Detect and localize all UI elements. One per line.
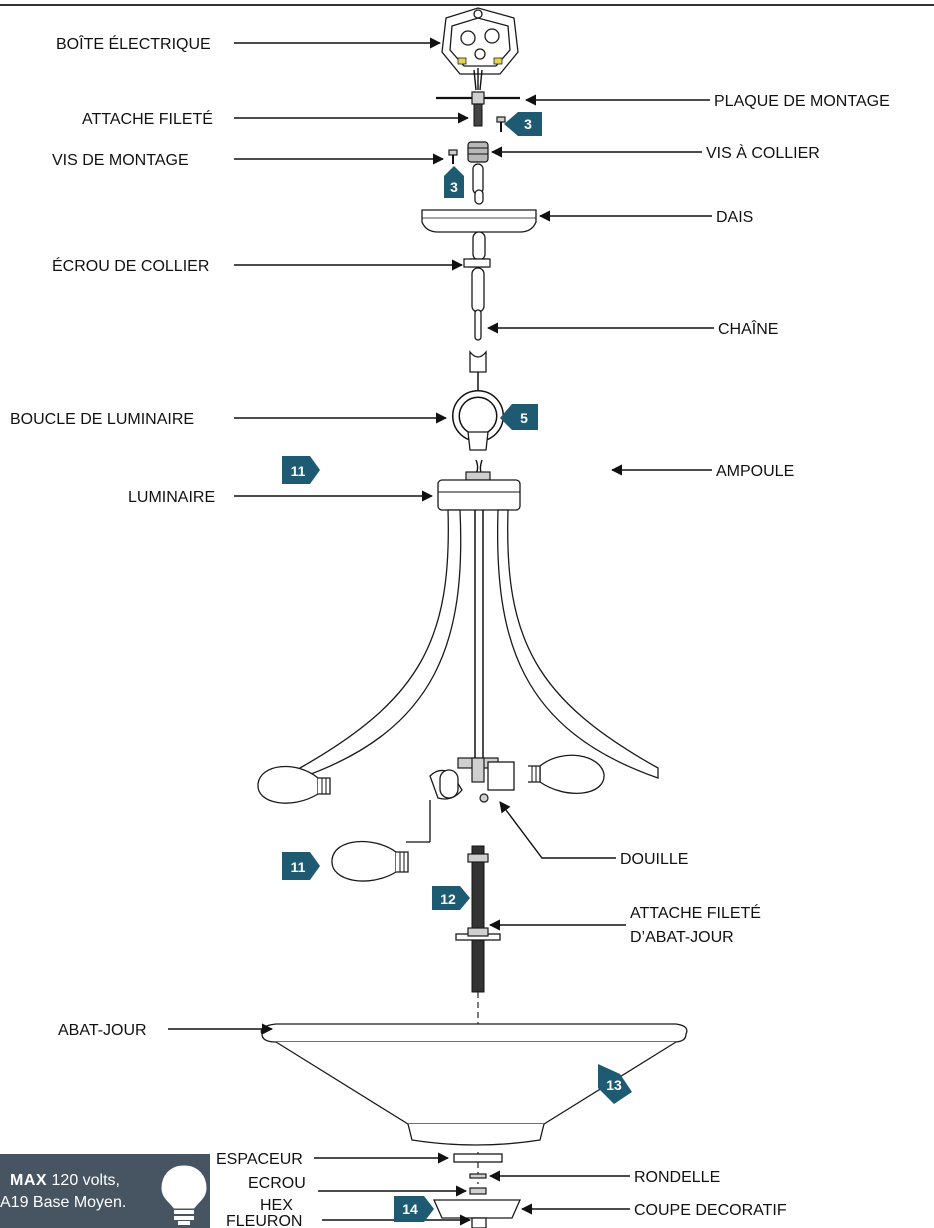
label-attache-filete: ATTACHE FILETÉ: [82, 109, 213, 128]
bulb-right: [528, 754, 605, 794]
step-badge-boucle: 5: [500, 404, 538, 430]
leader-douille: [499, 801, 616, 859]
bulb-upper-left: [257, 765, 331, 804]
washer: [469, 1173, 487, 1179]
label-abat-jour: ABAT-JOUR: [58, 1022, 147, 1039]
mounting-plate: [436, 91, 520, 105]
label-douille: DOUILLE: [620, 851, 688, 868]
step-badge-vis: 3: [444, 166, 464, 198]
volts-text: 120 volts,: [51, 1172, 120, 1189]
svg-text:12: 12: [440, 891, 456, 907]
label-ecrou-hex-1: ECROU: [248, 1175, 306, 1192]
max-label: MAX: [10, 1172, 48, 1189]
label-vis-a-collier: VIS À COLLIER: [706, 143, 820, 162]
mounting-screw-right: [496, 116, 506, 132]
lightbulb-icon: [161, 1165, 207, 1225]
svg-text:5: 5: [520, 410, 528, 426]
bulb-lower-left: [331, 840, 409, 882]
chain: [469, 231, 489, 341]
label-luminaire: LUMINAIRE: [128, 489, 215, 506]
label-attache-filete-abat-jour-2: D’ABAT-JOUR: [630, 929, 734, 946]
step-badge-coupe: 14: [394, 1196, 434, 1222]
label-attache-filete-abat-jour-1: ATTACHE FILETÉ: [630, 903, 761, 922]
svg-text:14: 14: [402, 1201, 418, 1217]
label-ecrou-de-collier: ÉCROU DE COLLIER: [52, 256, 209, 275]
step-badge-abat-jour: 13: [598, 1064, 632, 1104]
spacer: [453, 1153, 503, 1163]
fixture-loop: [452, 350, 504, 451]
label-chaine: CHAÎNE: [718, 319, 778, 338]
mounting-screw-left: [448, 149, 458, 164]
svg-text:11: 11: [291, 859, 306, 875]
label-ampoule: AMPOULE: [716, 463, 794, 480]
label-espaceur: ESPACEUR: [216, 1151, 303, 1168]
step-badge-ampoule-b: 11: [282, 852, 320, 880]
svg-text:13: 13: [606, 1077, 622, 1093]
label-vis-de-montage: VIS DE MONTAGE: [52, 152, 189, 169]
svg-text:3: 3: [524, 116, 532, 132]
threaded-nipple: [473, 103, 483, 127]
fixture-body: [299, 459, 659, 779]
finial: [471, 1217, 487, 1228]
base-text: A19 Base Moyen.: [0, 1194, 127, 1211]
label-rondelle: RONDELLE: [634, 1169, 720, 1186]
label-boucle-de-luminaire: BOUCLE DE LUMINAIRE: [10, 411, 194, 428]
decorative-cup: [432, 1199, 522, 1219]
collar-nut: [463, 258, 491, 268]
step-badge-plaque: 3: [504, 112, 542, 136]
label-boite-electrique: BOÎTE ÉLECTRIQUE: [56, 34, 211, 53]
label-ecrou-hex-2: HEX: [260, 1197, 293, 1214]
label-fleuron: FLEURON: [226, 1213, 302, 1228]
svg-text:11: 11: [291, 463, 306, 479]
hex-nut: [469, 1187, 487, 1195]
step-badge-attache: 12: [432, 886, 470, 910]
label-dais: DAIS: [716, 209, 753, 226]
socket-left: [406, 769, 463, 843]
shade-threaded-rod: [455, 845, 501, 993]
svg-text:3: 3: [450, 179, 458, 195]
bulb-spec-note: MAX 120 volts, A19 Base Moyen.: [0, 1154, 210, 1228]
electrical-box: [441, 7, 519, 91]
socket-cluster: [457, 757, 515, 803]
label-coupe-decoratif: COUPE DECORATIF: [634, 1202, 787, 1219]
label-plaque-de-montage: PLAQUE DE MONTAGE: [714, 93, 890, 110]
step-badge-ampoule-a: 11: [282, 456, 320, 484]
collar-screw: [467, 141, 489, 163]
upper-chain: [472, 163, 484, 205]
glass-shade: [260, 1023, 688, 1146]
canopy: [421, 209, 537, 233]
